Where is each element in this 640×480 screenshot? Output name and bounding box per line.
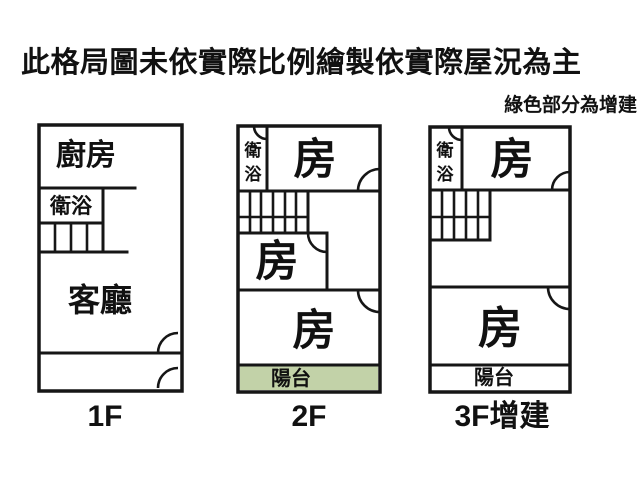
door-arc xyxy=(447,126,463,142)
floor-label-1f: 1F xyxy=(87,400,122,433)
room-label-living: 客廳 xyxy=(68,282,132,318)
door-arc xyxy=(306,232,328,254)
floor-label-2f: 2F xyxy=(291,400,326,433)
room-label-bottom: 房 xyxy=(293,307,336,355)
room-label-bathroom-lower: 浴 xyxy=(245,164,263,184)
2f-balcony-fill xyxy=(240,366,378,390)
door-arc xyxy=(356,167,381,192)
room-label-bathroom: 衛浴 xyxy=(49,194,93,218)
door-arc xyxy=(156,366,179,389)
1f-outline xyxy=(37,123,184,393)
room-label-balcony: 陽台 xyxy=(474,365,514,389)
room-label-middle: 房 xyxy=(256,238,299,286)
floor-label-3f: 3F增建 xyxy=(454,400,549,433)
room-label-bathroom-upper: 衛 xyxy=(436,140,454,160)
3f-outline xyxy=(428,125,572,394)
room-label-bathroom-upper: 衛 xyxy=(244,140,262,160)
floorplan-2f: 衛 浴 房 房 房 陽台 2F xyxy=(236,124,382,433)
floorplan-3f: 衛 浴 房 房 陽台 3F增建 xyxy=(428,125,572,433)
2f-outline xyxy=(236,124,382,394)
floorplan-1f: 廚房 衛浴 客廳 1F xyxy=(37,123,184,433)
room-label-top: 房 xyxy=(294,136,337,184)
door-arc xyxy=(156,331,179,354)
room-label-balcony: 陽台 xyxy=(271,366,311,390)
door-arc xyxy=(252,125,268,141)
room-label-top: 房 xyxy=(491,136,534,184)
door-arc xyxy=(550,170,571,191)
green-addition-note: 綠色部分為增建 xyxy=(503,95,637,116)
room-label-bathroom-lower: 浴 xyxy=(437,164,455,184)
room-label-bottom: 房 xyxy=(478,304,522,353)
room-label-kitchen: 廚房 xyxy=(56,138,116,172)
door-arc xyxy=(546,286,571,311)
door-arc xyxy=(356,289,381,314)
disclaimer-title: 此格局圖未依實際比例繪製依實際屋況為主 xyxy=(21,47,582,79)
